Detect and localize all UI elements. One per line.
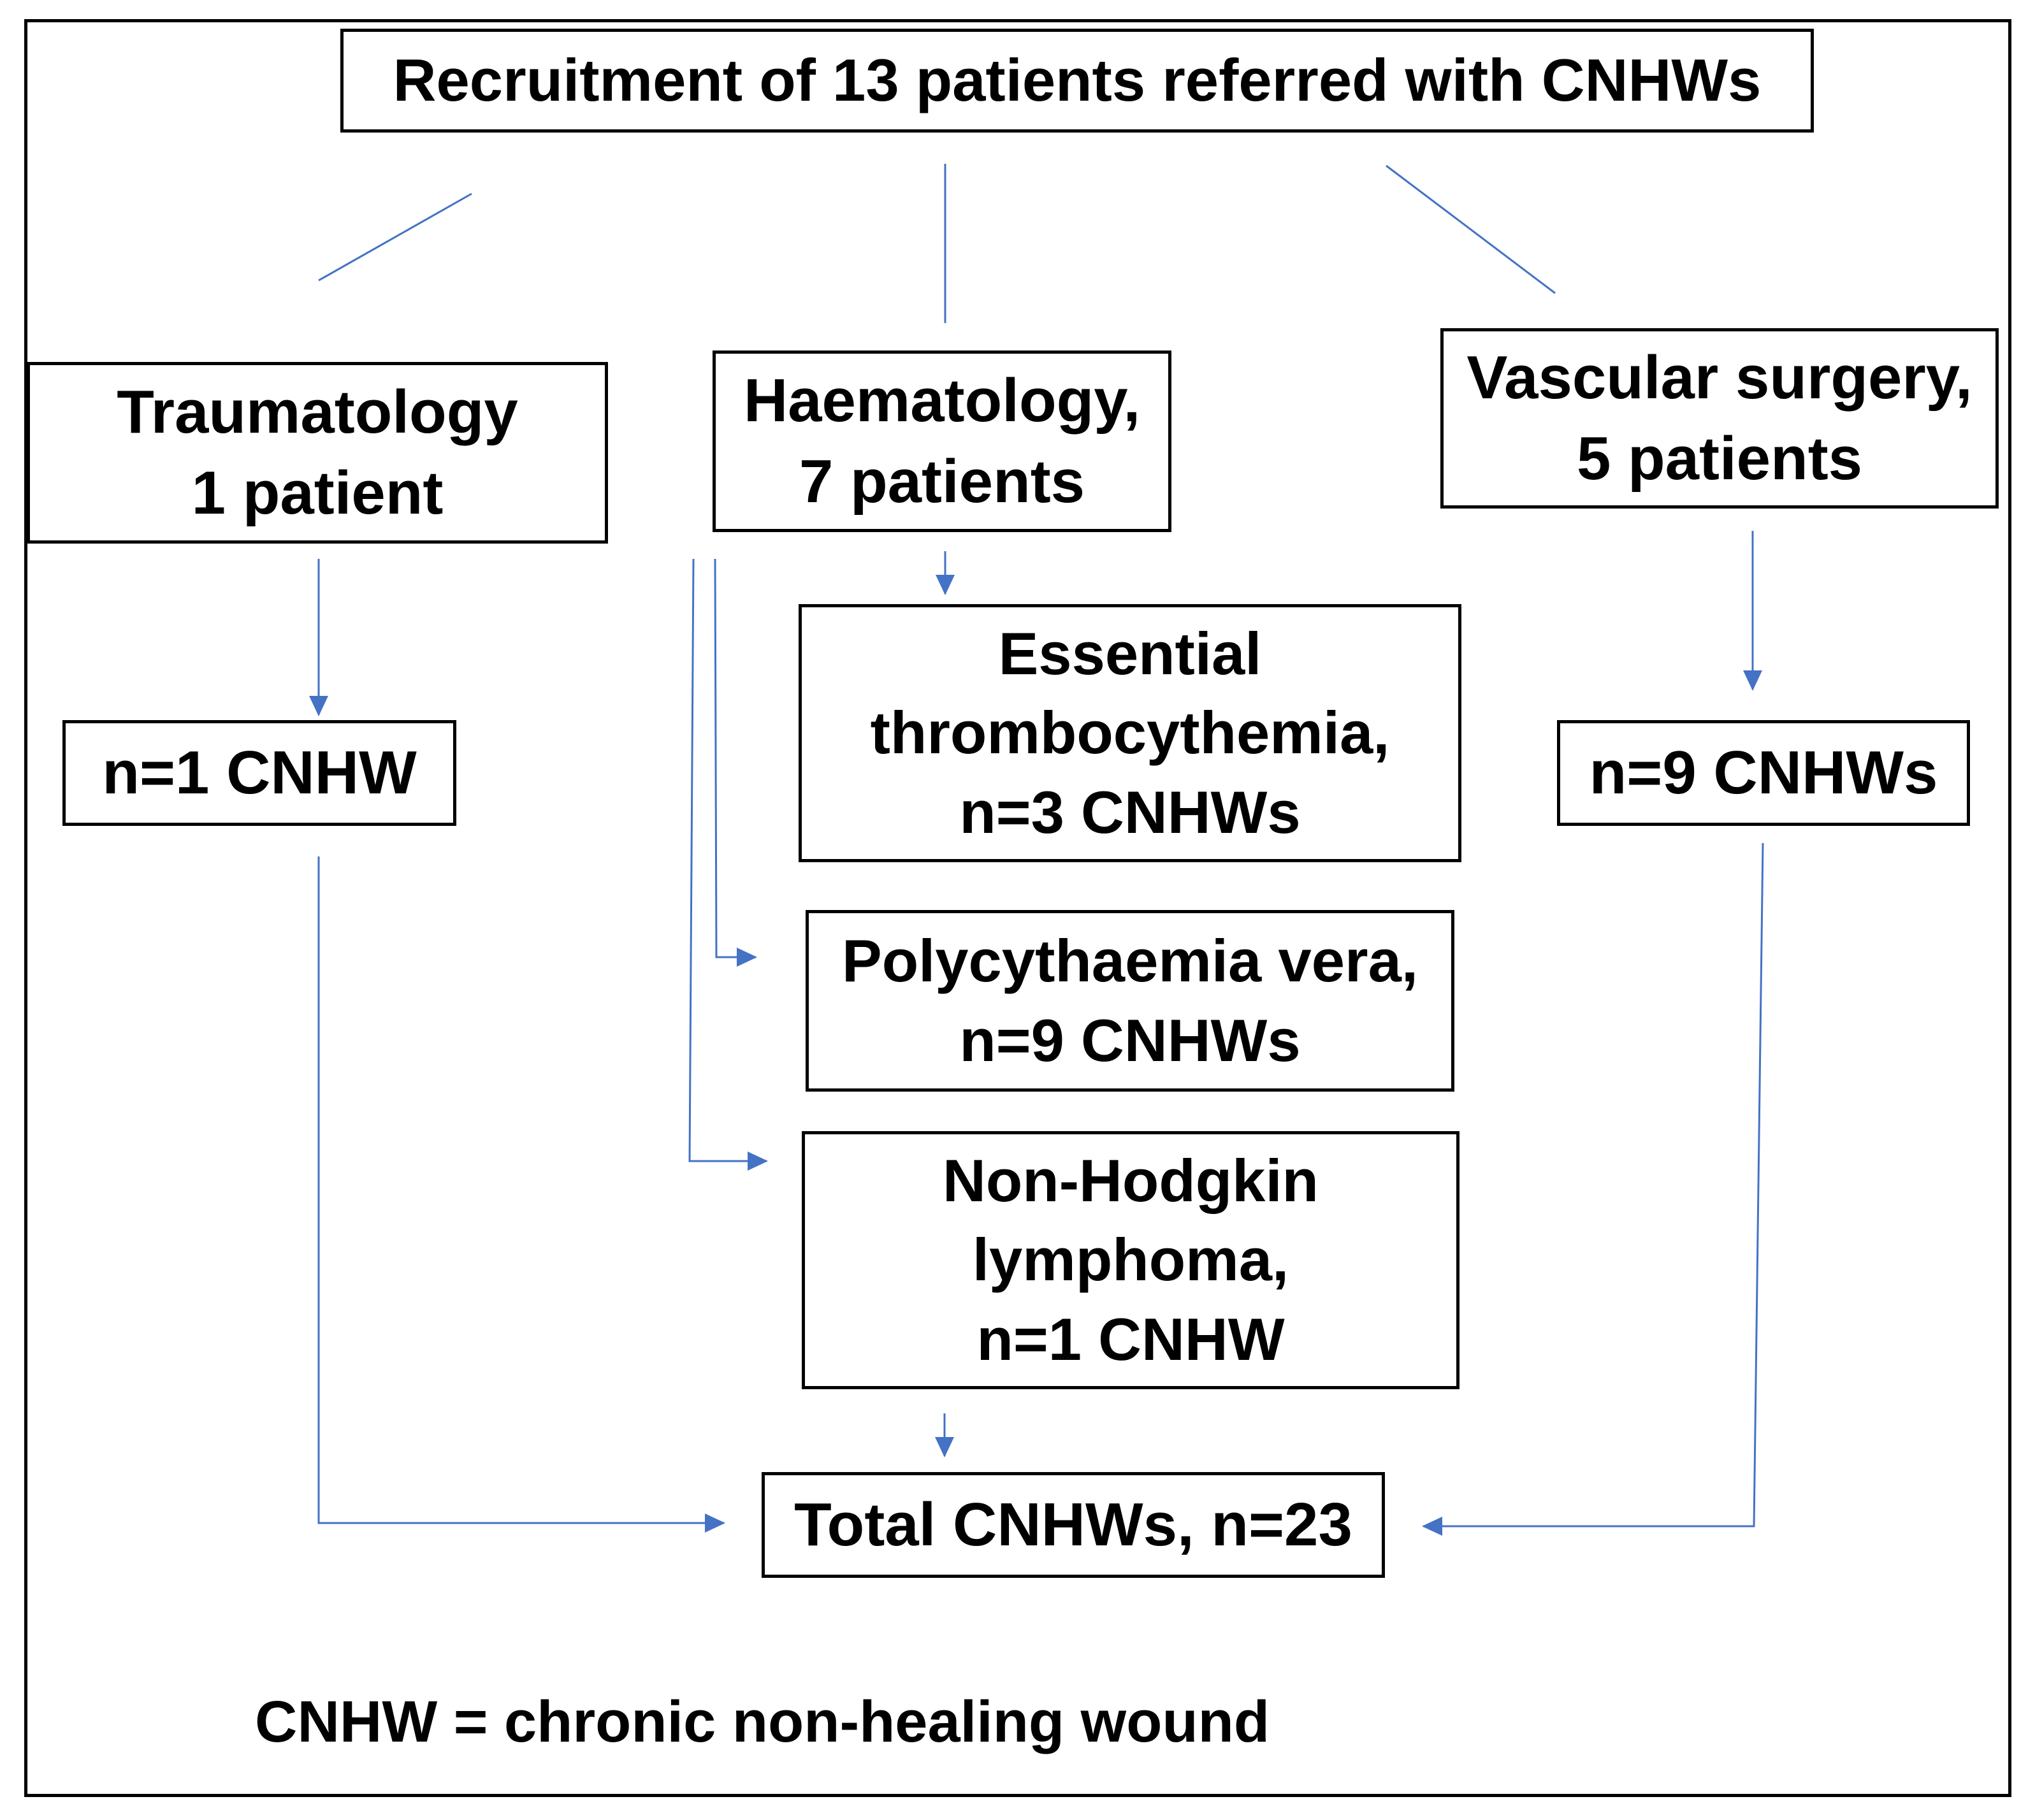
trauma-wounds-label: n=1 CNHW bbox=[102, 738, 417, 807]
traumatology-line-2: 1 patient bbox=[191, 458, 444, 527]
haematology-line-2: 7 patients bbox=[799, 447, 1085, 516]
vascular-wounds-label: n=9 CNHWs bbox=[1589, 738, 1938, 807]
et-line-2: thrombocythemia, bbox=[870, 699, 1390, 767]
nhl-line-2: lymphoma, bbox=[972, 1226, 1289, 1294]
et-line-3: n=3 CNHWs bbox=[959, 778, 1301, 846]
recruitment-box: Recruitment of 13 patients referred with… bbox=[340, 29, 1814, 133]
traumatology-box: Traumatology 1 patient bbox=[27, 362, 608, 544]
nhl-line-1: Non-Hodgkin bbox=[943, 1147, 1319, 1215]
pv-line-1: Polycythaemia vera, bbox=[842, 927, 1418, 995]
et-line-1: Essential bbox=[998, 620, 1262, 688]
diagram-frame bbox=[24, 19, 2011, 1797]
vascular-line-1: Vascular surgery, bbox=[1467, 343, 1973, 412]
edge-recruitment-traumatology bbox=[318, 192, 472, 282]
haematology-line-1: Haematology, bbox=[743, 366, 1141, 435]
non-hodgkin-lymphoma-box: Non-Hodgkin lymphoma, n=1 CNHW bbox=[802, 1131, 1459, 1389]
essential-thrombocythemia-box: Essential thrombocythemia, n=3 CNHWs bbox=[799, 604, 1461, 862]
vascular-surgery-box: Vascular surgery, 5 patients bbox=[1440, 328, 1999, 509]
total-box: Total CNHWs, n=23 bbox=[762, 1472, 1385, 1578]
haematology-box: Haematology, 7 patients bbox=[713, 350, 1171, 532]
edge-haematology-nhl bbox=[688, 558, 768, 1171]
recruitment-label: Recruitment of 13 patients referred with… bbox=[393, 47, 1762, 114]
edge-vascular-total bbox=[1422, 842, 1764, 1536]
footnote: CNHW = chronic non-healing wound bbox=[255, 1689, 1270, 1754]
edge-trauma-total bbox=[317, 856, 725, 1533]
traumatology-line-1: Traumatology bbox=[117, 377, 518, 446]
edge-haematology-pv bbox=[714, 558, 757, 967]
vascular-line-2: 5 patients bbox=[1576, 424, 1863, 493]
pv-line-2: n=9 CNHWs bbox=[959, 1006, 1301, 1074]
total-label: Total CNHWs, n=23 bbox=[794, 1490, 1352, 1559]
trauma-wounds-box: n=1 CNHW bbox=[62, 720, 456, 826]
edge-recruitment-vascular bbox=[1386, 164, 1556, 294]
vascular-wounds-box: n=9 CNHWs bbox=[1557, 720, 1970, 826]
polycythaemia-vera-box: Polycythaemia vera, n=9 CNHWs bbox=[806, 910, 1454, 1092]
nhl-line-3: n=1 CNHW bbox=[976, 1305, 1285, 1373]
